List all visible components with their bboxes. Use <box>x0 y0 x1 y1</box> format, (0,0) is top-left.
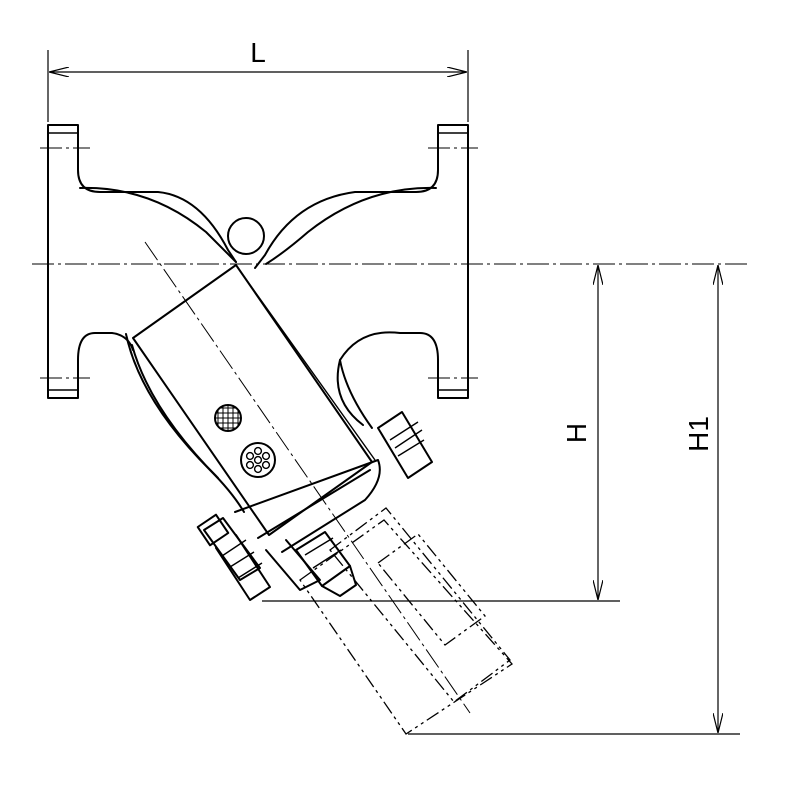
perforated-plate-symbol <box>240 442 276 478</box>
dimension-h-label: H <box>561 423 592 443</box>
dimension-h1-label: H1 <box>683 416 714 452</box>
side-port-boss <box>377 411 433 479</box>
dimension-l-label: L <box>250 37 266 68</box>
dimension-l: L <box>47 37 469 122</box>
dimension-h1: H1 <box>408 266 740 735</box>
strainer-screen <box>132 241 471 714</box>
dimension-h: H <box>262 266 620 602</box>
flange-bolt-marks <box>40 132 478 391</box>
removal-space-outline <box>299 519 513 735</box>
valve-body <box>47 124 469 513</box>
hex-nut <box>295 531 357 597</box>
blow-off-plug <box>329 507 511 703</box>
mesh-symbol <box>214 404 242 432</box>
drain-hole <box>227 217 265 255</box>
side-boss-bolt <box>196 513 271 601</box>
